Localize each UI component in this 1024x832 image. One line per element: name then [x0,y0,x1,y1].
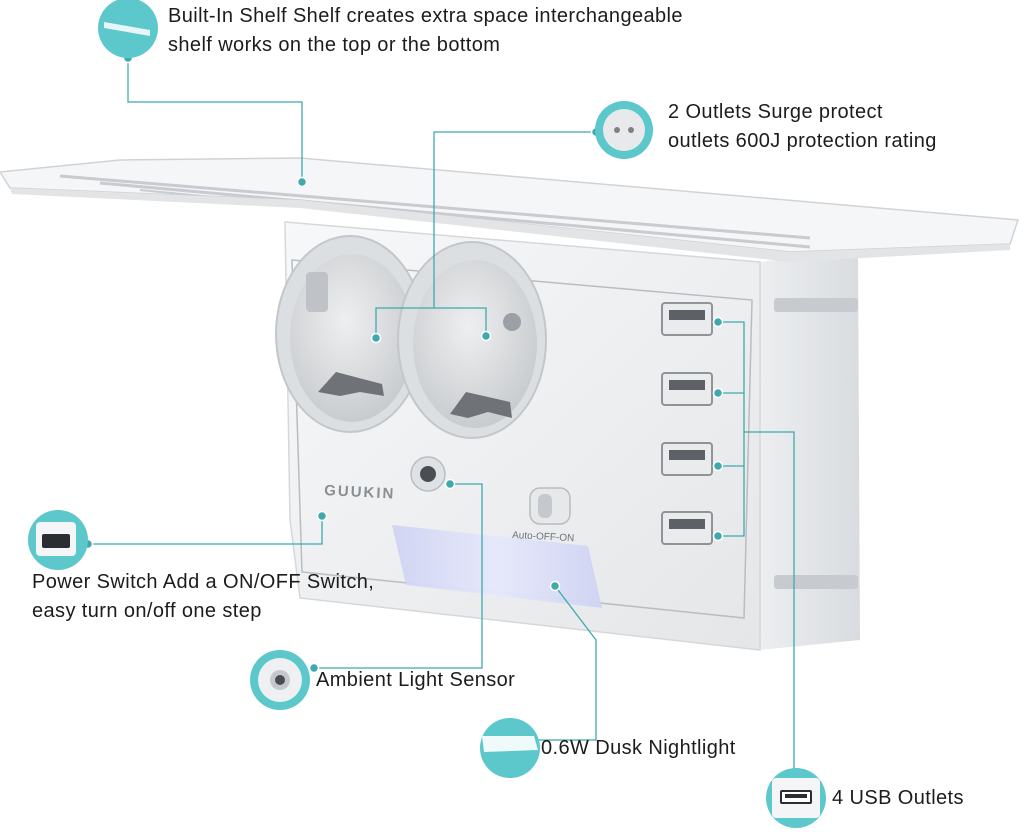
outlets-callout-label: 2 Outlets Surge protect outlets 600J pro… [668,98,937,156]
outlets-callout-line-1: 2 Outlets Surge protect [668,101,883,123]
shelf-callout-line [127,58,303,182]
side-slot-bottom [774,575,858,589]
power-callout-line-1: Power Switch Add a ON/OFF Switch, [32,571,375,593]
sensor-callout-line [314,483,483,669]
sensor-callout-label: Ambient Light Sensor [316,666,515,695]
power-callout-line [88,516,323,545]
light-sensor-icon [250,650,310,710]
outlets-callout-line-2: outlets 600J protection rating [668,130,937,152]
power-strip-device: GUUKIN Auto-OFF-ON [275,221,860,651]
usb-ports [661,302,713,545]
device-front-panel [291,259,753,619]
shelf-callout-line-2: shelf works on the top or the bottom [168,34,501,56]
power-callout-line-2: easy turn on/off one step [32,600,262,622]
usb-port-1 [661,302,713,336]
nightlight-strip [392,525,602,608]
nightlight-callout-line [530,585,597,741]
sensor-callout-line-1: Ambient Light Sensor [316,669,516,691]
outlets-callout-branch [434,307,487,336]
nightlight-callout-line-1: 0.6W Dusk Nightlight [541,737,736,759]
built-in-shelf [0,157,1020,262]
usb-callout-label: 4 USB Outlets [832,784,964,813]
device-side-face [760,250,860,650]
usb-port-3 [661,442,713,476]
callout-lines [88,58,795,776]
usb-icon [766,768,826,828]
shelf-callout-line-1: Built-In Shelf Shelf creates extra space… [168,5,683,27]
switch-label: Auto-OFF-ON [512,530,575,544]
socket-right [397,241,547,439]
shelf-top [0,157,1020,253]
usb-callout-line-1 [718,321,745,537]
shelf-rail-1 [59,174,811,240]
nightlight-callout-label: 0.6W Dusk Nightlight [541,734,736,763]
shelf-callout-label: Built-In Shelf Shelf creates extra space… [168,2,683,60]
side-slot-top [774,298,858,312]
usb-callout-line-4 [744,431,795,776]
power-callout-label: Power Switch Add a ON/OFF Switch, easy t… [32,568,374,626]
brand-logo-text: GUUKIN [324,482,396,503]
ambient-light-sensor [410,456,446,492]
usb-port-2 [661,372,713,406]
usb-port-4 [661,511,713,545]
outlet-icon [595,101,653,159]
shelf-rail-2 [99,181,811,249]
auto-off-on-switch: Auto-OFF-ON [512,487,575,544]
shelf-icon [98,0,158,58]
power-switch-icon [28,510,88,570]
nightlight-icon [480,718,540,778]
usb-callout-line-1: 4 USB Outlets [832,787,964,809]
shelf-lip [10,188,1010,262]
